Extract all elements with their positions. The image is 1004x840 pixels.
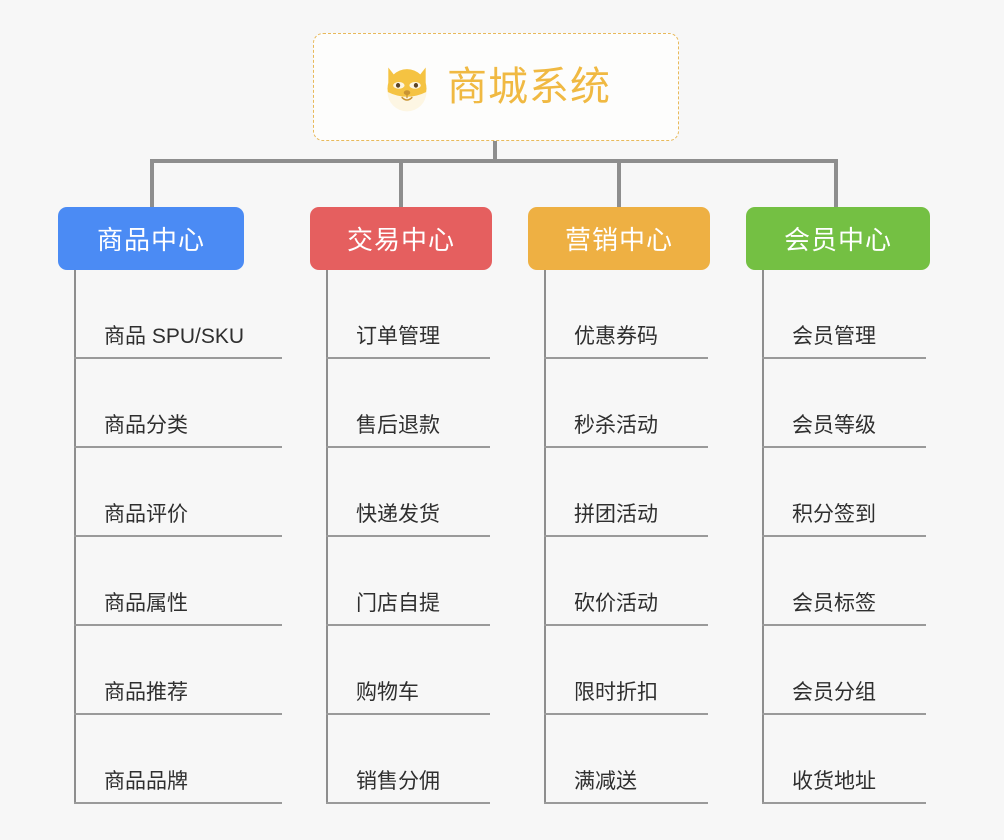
leaf-item-label: 商品推荐	[104, 681, 188, 704]
branch-header-member[interactable]: 会员中心	[746, 207, 930, 270]
branch-column-product: 商品中心商品 SPU/SKU 商品分类商品评价商品属性商品推荐商品品牌	[58, 207, 282, 804]
leaf-item[interactable]: 砍价活动	[528, 537, 710, 626]
connector-drop-1	[150, 159, 154, 207]
leaf-item[interactable]: 商品分类	[58, 359, 282, 448]
leaf-item-label: 限时折扣	[574, 681, 658, 704]
branch-column-marketing: 营销中心优惠券码秒杀活动拼团活动砍价活动限时折扣满减送	[528, 207, 710, 804]
leaf-item[interactable]: 商品推荐	[58, 626, 282, 715]
branch-spine-product	[74, 270, 76, 804]
leaf-item-underline	[74, 802, 282, 804]
leaf-item-label: 商品评价	[104, 503, 188, 526]
branch-column-trade: 交易中心订单管理售后退款快递发货门店自提购物车销售分佣	[310, 207, 492, 804]
leaf-item[interactable]: 会员管理	[746, 270, 930, 359]
leaf-item-label: 商品属性	[104, 592, 188, 615]
leaf-item-underline	[762, 802, 926, 804]
leaf-item-label: 秒杀活动	[574, 414, 658, 437]
leaf-item-underline	[762, 446, 926, 448]
branch-items-trade: 订单管理售后退款快递发货门店自提购物车销售分佣	[310, 270, 492, 804]
branch-items-marketing: 优惠券码秒杀活动拼团活动砍价活动限时折扣满减送	[528, 270, 710, 804]
leaf-item-underline	[74, 624, 282, 626]
leaf-item[interactable]: 积分签到	[746, 448, 930, 537]
leaf-item-underline	[544, 535, 708, 537]
leaf-item-label: 售后退款	[356, 414, 440, 437]
leaf-item[interactable]: 商品品牌	[58, 715, 282, 804]
leaf-item-label: 积分签到	[792, 503, 876, 526]
connector-drop-3	[617, 159, 621, 207]
leaf-item-underline	[74, 446, 282, 448]
branch-spine-trade	[326, 270, 328, 804]
leaf-item[interactable]: 门店自提	[310, 537, 492, 626]
leaf-item-underline	[544, 624, 708, 626]
leaf-item[interactable]: 优惠券码	[528, 270, 710, 359]
root-node-mall-system[interactable]: 商城系统	[313, 33, 679, 141]
leaf-item-label: 收货地址	[792, 770, 876, 793]
branch-spine-member	[762, 270, 764, 804]
branch-spine-marketing	[544, 270, 546, 804]
leaf-item[interactable]: 销售分佣	[310, 715, 492, 804]
leaf-item-underline	[326, 535, 490, 537]
leaf-item-label: 满减送	[574, 770, 637, 793]
connector-drop-2	[399, 159, 403, 207]
leaf-item-underline	[326, 446, 490, 448]
leaf-item-label: 砍价活动	[574, 592, 658, 615]
leaf-item-underline	[544, 446, 708, 448]
connector-horizontal-bar	[150, 159, 838, 163]
leaf-item-label: 拼团活动	[574, 503, 658, 526]
leaf-item-underline	[74, 357, 282, 359]
leaf-item-underline	[544, 357, 708, 359]
connector-trunk	[493, 141, 497, 161]
root-node-content: 商城系统	[381, 61, 611, 113]
shiba-dog-face-icon	[387, 67, 427, 112]
leaf-item[interactable]: 售后退款	[310, 359, 492, 448]
leaf-item-underline	[544, 713, 708, 715]
leaf-item-label: 快递发货	[356, 503, 440, 526]
branch-header-trade[interactable]: 交易中心	[310, 207, 492, 270]
leaf-item[interactable]: 会员分组	[746, 626, 930, 715]
leaf-item-label: 商品 SPU/SKU	[104, 325, 245, 348]
leaf-item[interactable]: 商品属性	[58, 537, 282, 626]
connector-drop-4	[834, 159, 838, 207]
branch-column-member: 会员中心会员管理会员等级积分签到会员标签会员分组收货地址	[746, 207, 930, 804]
leaf-item[interactable]: 拼团活动	[528, 448, 710, 537]
branch-items-product: 商品 SPU/SKU 商品分类商品评价商品属性商品推荐商品品牌	[58, 270, 282, 804]
leaf-item-underline	[762, 357, 926, 359]
leaf-item[interactable]: 限时折扣	[528, 626, 710, 715]
leaf-item-underline	[326, 713, 490, 715]
leaf-item-underline	[762, 535, 926, 537]
leaf-item-underline	[544, 802, 708, 804]
leaf-item[interactable]: 商品 SPU/SKU	[58, 270, 282, 359]
branch-header-product[interactable]: 商品中心	[58, 207, 244, 270]
leaf-item[interactable]: 满减送	[528, 715, 710, 804]
leaf-item-label: 商品品牌	[104, 770, 188, 793]
leaf-item-label: 订单管理	[356, 325, 440, 348]
leaf-item-label: 购物车	[356, 681, 419, 704]
root-title: 商城系统	[447, 65, 611, 109]
leaf-item-label: 会员分组	[792, 681, 876, 704]
leaf-item-label: 会员管理	[792, 325, 876, 348]
leaf-item[interactable]: 会员标签	[746, 537, 930, 626]
leaf-item[interactable]: 订单管理	[310, 270, 492, 359]
leaf-item-label: 优惠券码	[574, 325, 658, 348]
leaf-item-label: 门店自提	[356, 592, 440, 615]
branch-header-marketing[interactable]: 营销中心	[528, 207, 710, 270]
leaf-item-underline	[326, 357, 490, 359]
leaf-item[interactable]: 收货地址	[746, 715, 930, 804]
leaf-item[interactable]: 会员等级	[746, 359, 930, 448]
leaf-item-underline	[326, 624, 490, 626]
leaf-item-label: 会员等级	[792, 414, 876, 437]
leaf-item-underline	[74, 713, 282, 715]
leaf-item-label: 商品分类	[104, 414, 188, 437]
leaf-item-label: 销售分佣	[356, 770, 440, 793]
leaf-item[interactable]: 快递发货	[310, 448, 492, 537]
leaf-item[interactable]: 秒杀活动	[528, 359, 710, 448]
leaf-item-underline	[326, 802, 490, 804]
leaf-item-underline	[762, 624, 926, 626]
leaf-item-underline	[74, 535, 282, 537]
leaf-item[interactable]: 购物车	[310, 626, 492, 715]
leaf-item[interactable]: 商品评价	[58, 448, 282, 537]
leaf-item-label: 会员标签	[792, 592, 876, 615]
branch-items-member: 会员管理会员等级积分签到会员标签会员分组收货地址	[746, 270, 930, 804]
leaf-item-underline	[762, 713, 926, 715]
